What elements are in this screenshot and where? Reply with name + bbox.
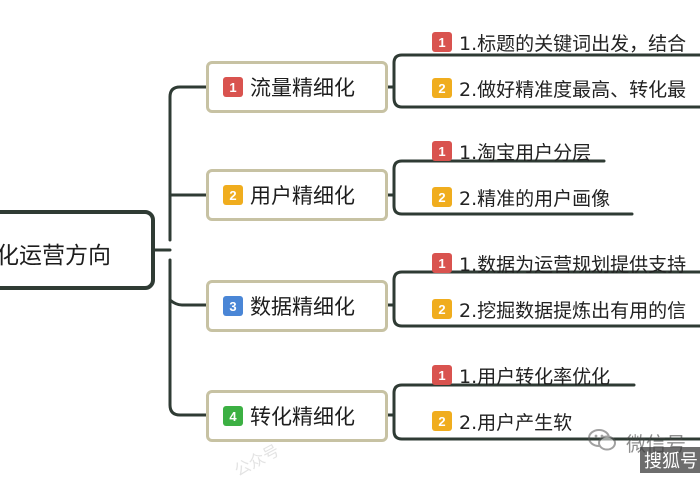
- watermark-text-secondary: 搜狐号: [640, 447, 700, 473]
- branch-node-data: 3 数据精细化: [206, 280, 388, 332]
- priority-badge: 2: [432, 411, 452, 431]
- priority-badge: 1: [432, 141, 452, 161]
- bracket-branch-1: [386, 53, 700, 109]
- branch-node-user: 2 用户精细化: [206, 169, 388, 221]
- priority-badge: 4: [223, 406, 243, 426]
- leaf-text: 2.精准的用户画像: [459, 187, 611, 210]
- leaf-node: 1 1.淘宝用户分层: [432, 138, 591, 164]
- branch-node-traffic: 1 流量精细化: [206, 61, 388, 113]
- leaf-node: 2 2.精准的用户画像: [432, 184, 610, 210]
- leaf-text: 1.用户转化率优化: [459, 365, 611, 388]
- leaf-text: 1.淘宝用户分层: [459, 141, 592, 164]
- leaf-text: 1.标题的关键词出发，结合: [459, 32, 687, 55]
- leaf-node: 1 1.数据为运营规划提供支持: [432, 250, 686, 276]
- connector-branch-3: [168, 298, 208, 307]
- branch-label: 用户精细化: [250, 184, 355, 208]
- branch-label: 流量精细化: [250, 76, 355, 100]
- mindmap-canvas: 化运营方向 1 流量精细化 1 1.标题的关键词出发，结合 2 2.做好精准度最…: [0, 29, 700, 480]
- priority-badge: 2: [432, 187, 452, 207]
- leaf-node: 1 1.用户转化率优化: [432, 362, 610, 388]
- spine-top: [168, 85, 208, 242]
- priority-badge: 1: [432, 365, 452, 385]
- leaf-text: 1.数据为运营规划提供支持: [459, 253, 687, 276]
- priority-badge: 1: [223, 77, 243, 97]
- branch-node-conversion: 4 转化精细化: [206, 390, 388, 442]
- branch-label: 转化精细化: [250, 405, 355, 429]
- leaf-text: 2.挖掘数据提炼出有用的信: [459, 299, 687, 322]
- leaf-text: 2.用户产生软: [459, 411, 573, 434]
- priority-badge: 1: [432, 253, 452, 273]
- priority-badge: 2: [432, 78, 452, 98]
- leaf-node: 2 2.用户产生软: [432, 408, 572, 434]
- wechat-icon: [588, 429, 616, 451]
- leaf-text: 2.做好精准度最高、转化最: [459, 78, 687, 101]
- bracket-branch-4: [386, 383, 700, 441]
- connector-lines: [153, 53, 700, 441]
- leaf-node: 2 2.挖掘数据提炼出有用的信: [432, 296, 686, 322]
- spine-bottom: [168, 258, 208, 417]
- priority-badge: 1: [432, 32, 452, 52]
- branch-label: 数据精细化: [250, 295, 355, 319]
- root-label: 化运营方向: [0, 243, 111, 269]
- priority-badge: 2: [223, 185, 243, 205]
- bracket-branch-3: [386, 270, 700, 328]
- priority-badge: 3: [223, 296, 243, 316]
- priority-badge: 2: [432, 299, 452, 319]
- leaf-node: 1 1.标题的关键词出发，结合: [432, 29, 686, 55]
- leaf-node: 2 2.做好精准度最高、转化最: [432, 75, 686, 101]
- bracket-branch-2: [386, 159, 634, 216]
- root-node: 化运营方向: [0, 210, 155, 290]
